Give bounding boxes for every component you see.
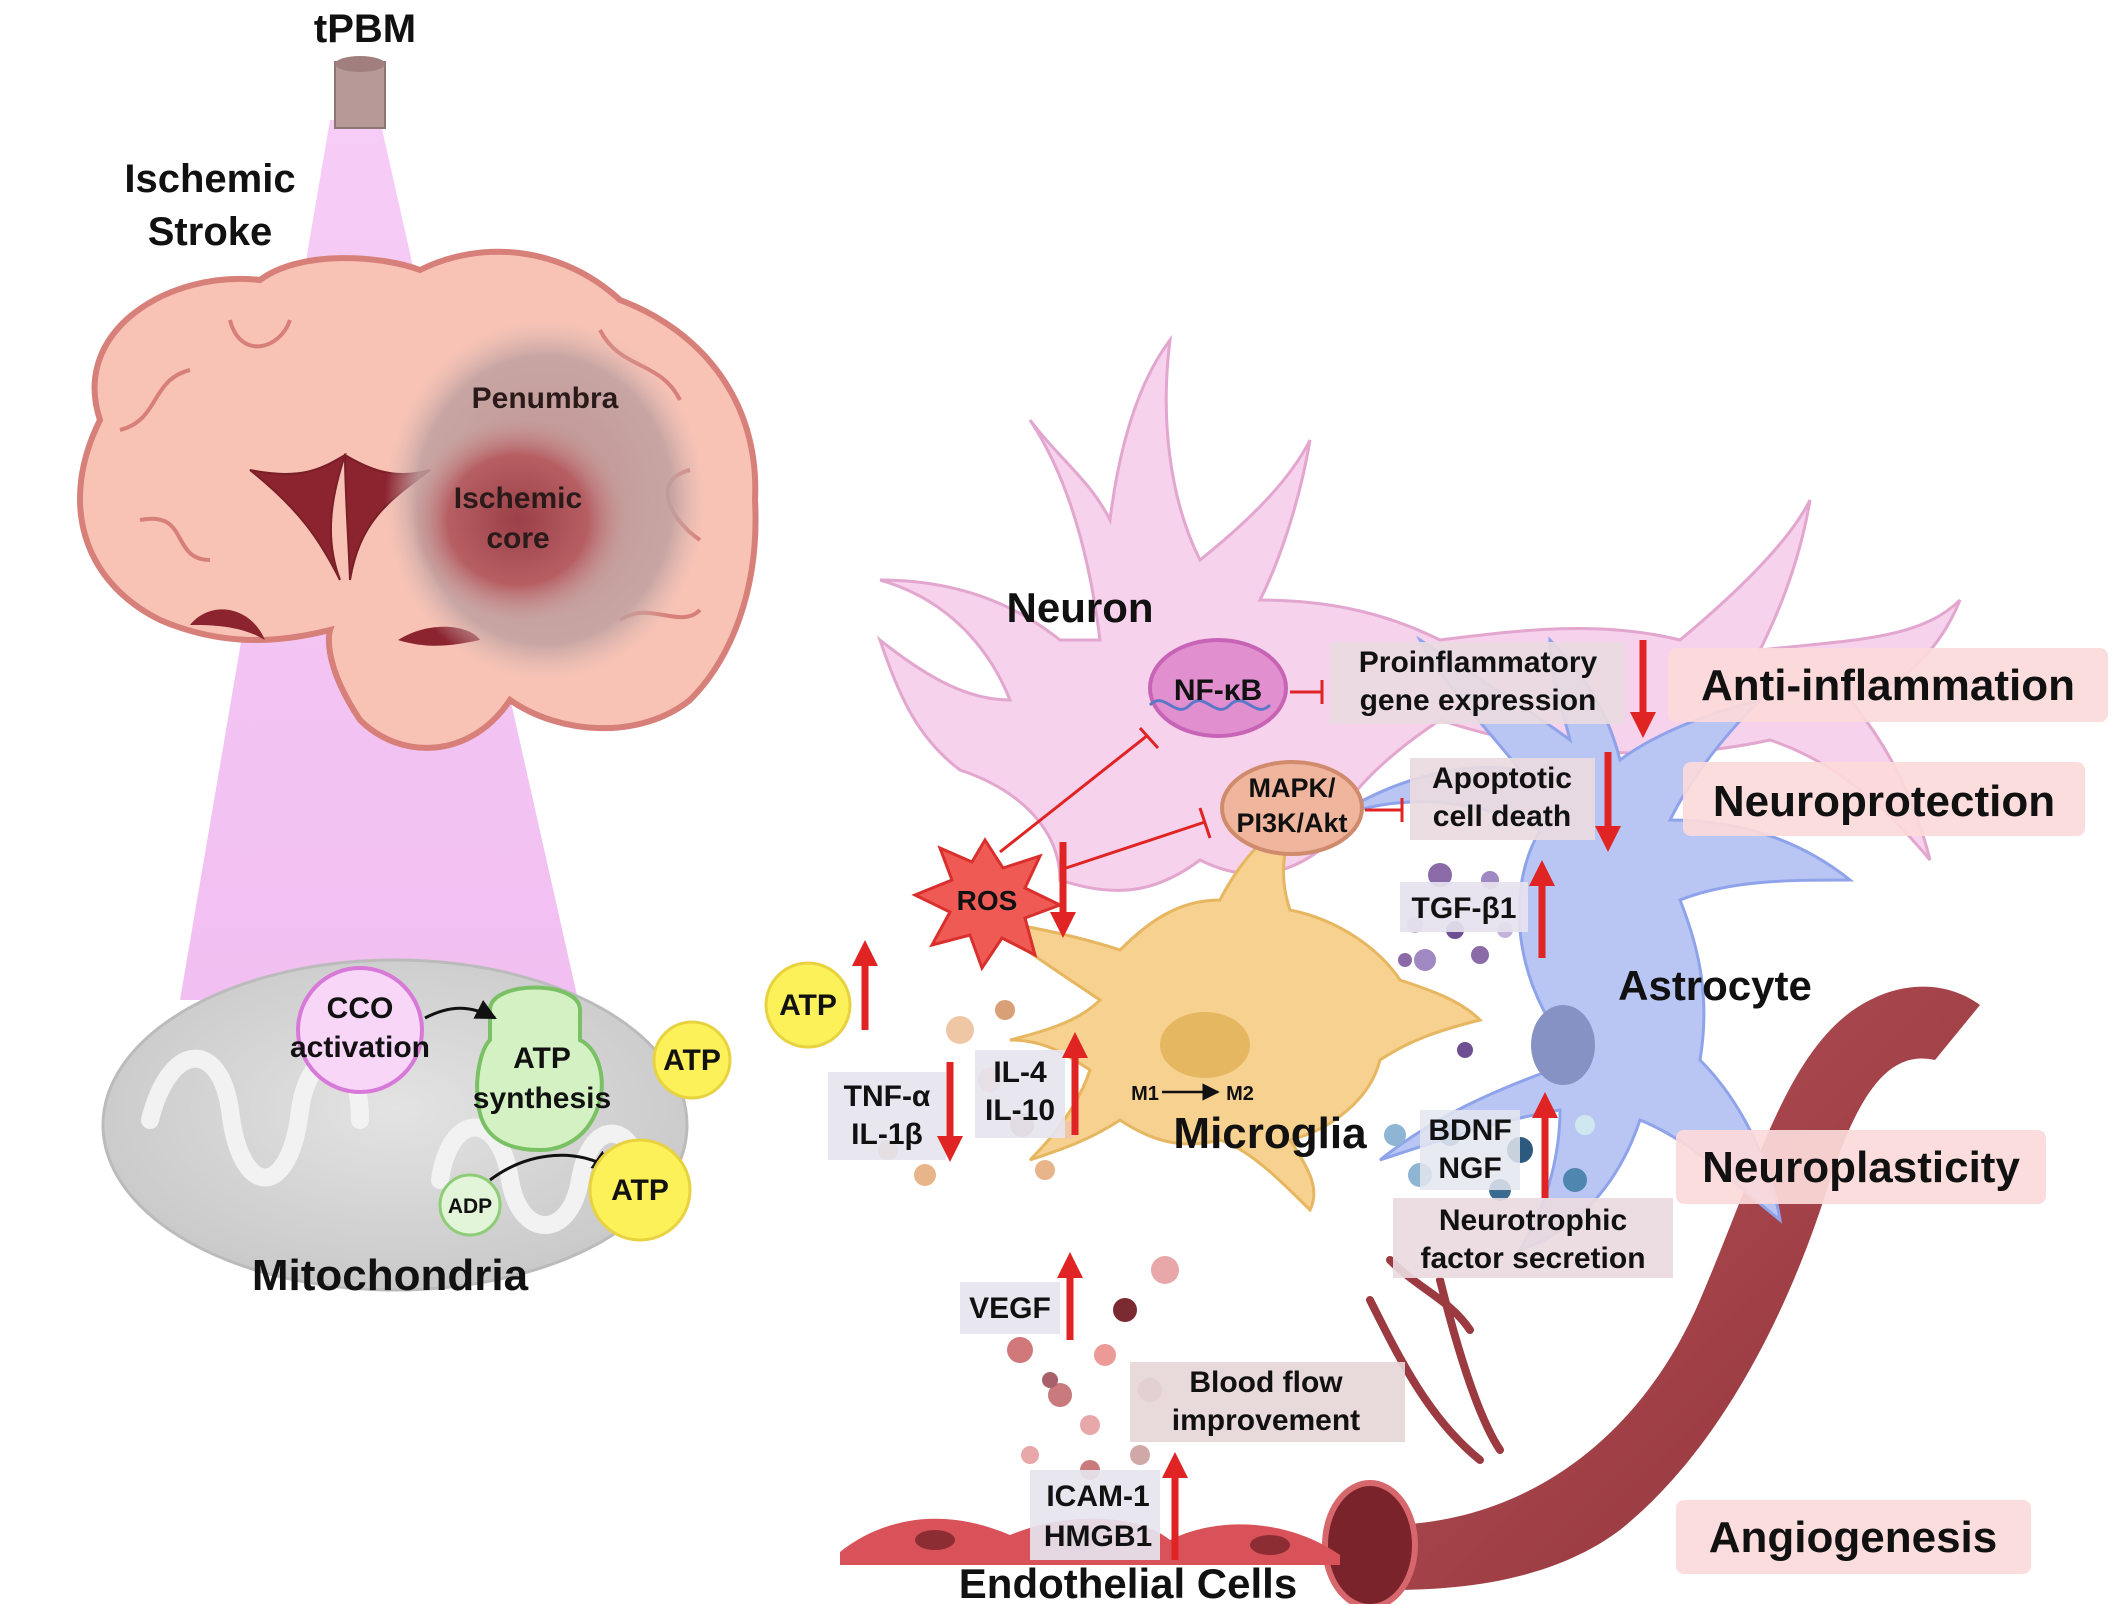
proinflammatory-label-line2: gene expression (1360, 684, 1597, 717)
nfkb-label: NF-κB (1174, 674, 1262, 707)
il4-up-arrow (1062, 1032, 1088, 1135)
icam-up-arrow (1162, 1452, 1188, 1560)
inhibition-lines (999, 680, 1404, 872)
apoptotic-label-line2: cell death (1433, 800, 1571, 833)
microglia-label: Microglia (1173, 1109, 1367, 1158)
neurotrophic-label-line2: factor secretion (1420, 1242, 1645, 1275)
cco-label-line1: CCO (327, 992, 394, 1025)
astrocyte-label: Astrocyte (1618, 962, 1812, 1009)
neuroplasticity-label: Neuroplasticity (1702, 1143, 2020, 1192)
blood-flow-label-line2: improvement (1172, 1404, 1360, 1437)
neurotrophic-label-line1: Neurotrophic (1439, 1204, 1627, 1237)
tgf-label: TGF-β1 (1412, 892, 1517, 925)
blood-flow-label-line1: Blood flow (1189, 1366, 1343, 1399)
penumbra-label: Penumbra (472, 382, 619, 415)
atp-synthesis-label-line1: ATP (513, 1042, 571, 1075)
apoptosis-down-arrow (1595, 752, 1621, 852)
bdnf-up-arrow (1532, 1092, 1558, 1198)
atp-label-right: ATP (779, 989, 837, 1022)
adp-label: ADP (448, 1195, 492, 1218)
icam-label: ICAM-1 (1046, 1480, 1149, 1513)
ros-label: ROS (957, 885, 1018, 916)
atp-synthesis-label-line2: synthesis (473, 1082, 611, 1115)
hmgb-label: HMGB1 (1044, 1520, 1152, 1553)
tnf-label: TNF-α (844, 1080, 931, 1113)
ischemic-stroke-title-line2: Stroke (148, 210, 273, 254)
neuroprotection-box (1683, 762, 2085, 836)
endothelial-label: Endothelial Cells (959, 1560, 1297, 1604)
bdnf-box (1420, 1110, 1520, 1190)
anti-inflammation-box (1668, 648, 2108, 722)
dna-helix-icon (1148, 699, 1272, 711)
apoptotic-box (1410, 758, 1595, 840)
ischemic-core-region (410, 420, 626, 620)
tpbm-device-icon (334, 56, 386, 129)
angiogenesis-box (1676, 1500, 2031, 1574)
cco-label-line2: activation (290, 1031, 430, 1064)
tnf-down-arrow (937, 1062, 963, 1162)
atp-label-outside: ATP (663, 1044, 721, 1077)
ngf-label: NGF (1438, 1152, 1501, 1185)
blood-flow-box (1130, 1362, 1405, 1442)
adhesion-box (1030, 1470, 1160, 1560)
neurotrophic-box (1393, 1198, 1673, 1278)
atp-synthase-shape (475, 985, 604, 1153)
cco-to-synthesis-arrow (424, 999, 497, 1020)
neuroprotection-label: Neuroprotection (1713, 777, 2055, 826)
brain-coronal-section (77, 248, 759, 751)
mapk-label-line1: MAPK/ (1249, 773, 1336, 803)
tpbm-title: tPBM (314, 7, 416, 51)
il4-label: IL-4 (993, 1056, 1047, 1089)
proinflammatory-down-arrow (1630, 640, 1656, 738)
cco-activation-node (296, 966, 424, 1094)
atp-label-mito: ATP (611, 1174, 669, 1207)
ischemic-core-label-line1: Ischemic (454, 482, 582, 515)
proinflammatory-label-line1: Proinflammatory (1359, 646, 1598, 679)
neuron-label: Neuron (1007, 584, 1154, 631)
atp-node-outside (652, 1020, 732, 1100)
vegf-label: VEGF (969, 1292, 1051, 1325)
cytokine-down-box (828, 1072, 946, 1160)
tgf-up-arrow (1529, 860, 1555, 958)
tgf-box (1400, 882, 1528, 932)
anti-inflammation-label: Anti-inflammation (1701, 661, 2075, 710)
ros-down-arrow (1050, 842, 1076, 938)
ros-starburst (911, 837, 1064, 972)
atp-node-right (764, 961, 852, 1049)
il1b-label: IL-1β (851, 1118, 923, 1151)
nfkb-node (1148, 638, 1288, 738)
angiogenesis-label: Angiogenesis (1709, 1513, 1998, 1562)
regulation-arrows (852, 640, 1656, 1560)
m1-label: M1 (1131, 1083, 1159, 1105)
mapk-label-line2: PI3K/Akt (1236, 808, 1347, 838)
m2-label: M2 (1226, 1083, 1254, 1105)
ischemic-stroke-title-line1: Ischemic (124, 157, 295, 201)
mitochondria-title: Mitochondria (252, 1251, 529, 1300)
apoptotic-label-line1: Apoptotic (1432, 762, 1572, 795)
neuroplasticity-box (1676, 1130, 2046, 1204)
microglia-cell (985, 805, 1483, 1213)
il10-label: IL-10 (985, 1094, 1055, 1127)
ischemic-core-label-line2: core (486, 522, 549, 555)
vegf-up-arrow (1057, 1252, 1083, 1340)
atp-up-arrow (852, 940, 878, 1030)
mapk-node (1220, 760, 1364, 856)
adp-node (438, 1173, 502, 1237)
atp-node-mito (588, 1138, 692, 1242)
cytokine-up-box (975, 1050, 1065, 1138)
proinflammatory-box (1330, 642, 1625, 724)
bdnf-label: BDNF (1428, 1114, 1511, 1147)
vegf-box (960, 1282, 1060, 1334)
